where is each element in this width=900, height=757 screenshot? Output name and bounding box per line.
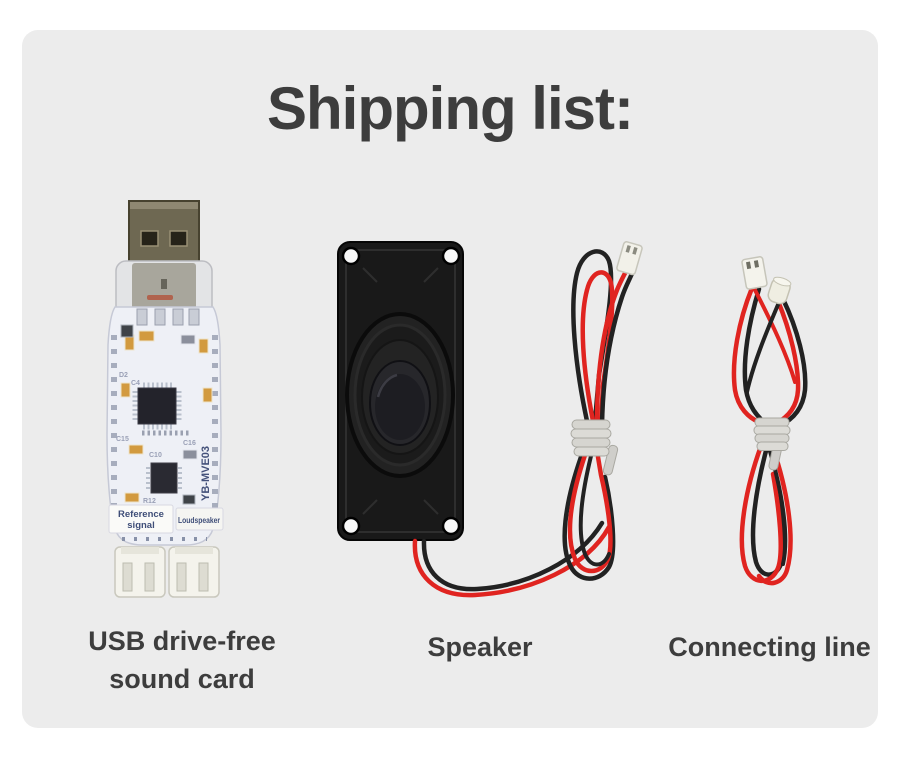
usb-plug-icon [128, 200, 200, 266]
caption-speaker: Speaker [427, 632, 533, 662]
usb-plug-solder-tabs [136, 308, 200, 326]
silkscreen-label: C10 [149, 452, 162, 459]
caption-usb-sound-card: USB drive-free sound card [88, 626, 276, 694]
silkscreen-label: C16 [183, 440, 196, 447]
page-title: Shipping list: [267, 75, 634, 142]
usb-sound-card-photo: D2 C4 C15 C16 C10 R12 YB-MVE03 Reference… [85, 195, 245, 610]
caption-connecting-line: Connecting line [668, 632, 871, 662]
speaker-graphic [337, 241, 643, 598]
pcb-silkscreen-labels: D2 C4 C15 C16 C10 R12 [116, 372, 196, 505]
cable-wires [731, 285, 808, 586]
usb-sound-card-graphic: D2 C4 C15 C16 C10 R12 YB-MVE03 Reference… [106, 200, 224, 598]
silkscreen-label: C15 [116, 436, 129, 443]
speaker-photo [325, 235, 655, 610]
pcb-main-chip [132, 382, 182, 430]
pcb-solder-pads [111, 335, 218, 541]
reference-signal-label-line1: Reference [118, 509, 164, 520]
pcb-soic-chip [146, 462, 182, 494]
pcb-model-text: YB-MVE03 [200, 446, 212, 501]
speaker-cone [345, 312, 455, 478]
connecting-line-graphic [731, 256, 808, 586]
cable-connector-plug [767, 276, 792, 305]
silkscreen-label: R12 [143, 498, 156, 505]
usb-output-connectors [114, 546, 220, 598]
silkscreen-label: C4 [131, 380, 140, 387]
connecting-line-photo [695, 240, 885, 595]
loudspeaker-label: Loudspeaker [178, 516, 220, 525]
pcb-passive-components [120, 324, 213, 505]
reference-signal-label-line2: signal [127, 520, 154, 531]
cable-connector-jst [741, 256, 768, 290]
speaker-wire-tie [570, 419, 619, 476]
pcb-port-labels: Reference signal Loudspeaker [108, 504, 224, 534]
usb-pcb: D2 C4 C15 C16 C10 R12 YB-MVE03 Reference… [106, 306, 224, 546]
speaker-wire-connector [616, 241, 643, 276]
cable-wire-tie [753, 417, 791, 471]
content-panel: Shipping list: [22, 30, 878, 728]
silkscreen-label: D2 [119, 372, 128, 379]
speaker-mounting-holes [341, 246, 461, 536]
